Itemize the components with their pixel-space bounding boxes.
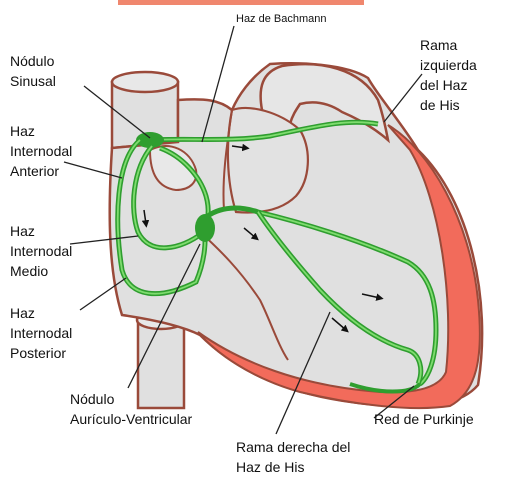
label-nodulo-sinusal-1: Nódulo	[10, 53, 55, 69]
label-internodal-medio-3: Medio	[10, 263, 48, 279]
label-internodal-anterior-2: Internodal	[10, 143, 72, 159]
superior-vena-cava-opening	[112, 72, 178, 92]
label-nodulo-av-2: Aurículo-Ventricular	[70, 411, 193, 427]
label-internodal-medio-2: Internodal	[10, 243, 72, 259]
label-internodal-posterior-2: Internodal	[10, 325, 72, 341]
inferior-vena-cava	[138, 318, 184, 408]
label-rama-derecha-1: Rama derecha del	[236, 439, 350, 455]
label-nodulo-av-1: Nódulo	[70, 391, 115, 407]
top-band	[118, 0, 364, 5]
label-rama-izquierda-1: Rama	[420, 37, 458, 53]
label-internodal-anterior-3: Anterior	[10, 163, 59, 179]
label-haz-bachmann: Haz de Bachmann	[236, 13, 327, 25]
label-internodal-posterior-3: Posterior	[10, 345, 66, 361]
label-rama-derecha-2: Haz de His	[236, 459, 304, 475]
label-rama-izquierda-3: del Haz	[420, 77, 467, 93]
av-node	[195, 214, 215, 242]
label-nodulo-sinusal-2: Sinusal	[10, 73, 56, 89]
label-internodal-medio-1: Haz	[10, 223, 35, 239]
label-rama-izquierda-4: de His	[420, 97, 460, 113]
label-rama-izquierda-2: izquierda	[420, 57, 477, 73]
label-red-purkinje: Red de Purkinje	[374, 411, 474, 427]
label-internodal-anterior-1: Haz	[10, 123, 35, 139]
label-internodal-posterior-1: Haz	[10, 305, 35, 321]
